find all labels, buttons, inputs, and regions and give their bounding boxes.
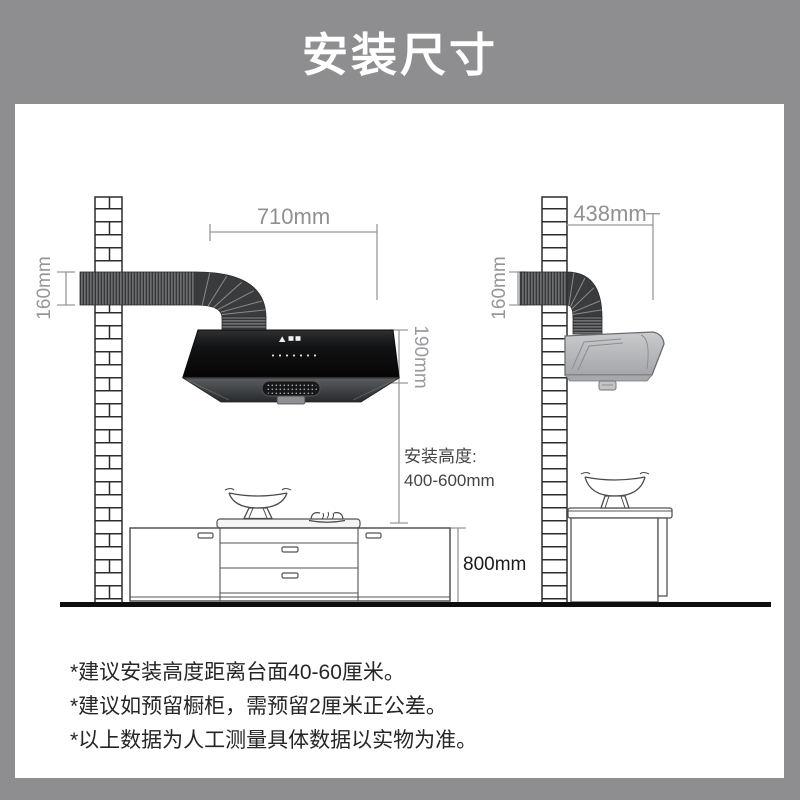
brand-logo-icon: [279, 336, 301, 342]
range-hood-front: [181, 329, 401, 405]
footnotes: *建议安装高度距离台面40-60厘米。 *建议如预留橱柜，需预留2厘米正公差。 …: [70, 656, 477, 758]
right-exhaust-duct: [519, 271, 603, 335]
footnote-line: *以上数据为人工测量具体数据以实物为准。: [70, 729, 478, 752]
dimension-lines: [57, 213, 660, 604]
dimension-hood-depth: 438mm: [573, 201, 647, 226]
wok-right: [580, 471, 650, 509]
touch-controls: [271, 354, 317, 357]
page-title: 安装尺寸: [302, 29, 498, 81]
install-height-range: 400-600mm: [404, 471, 495, 491]
footnote-line: *建议如预留橱柜，需预留2厘米正公差。: [70, 695, 447, 718]
install-height-title: 安装高度:: [404, 447, 477, 466]
left-exhaust-duct: [79, 271, 267, 335]
gas-burner-icon: [308, 511, 346, 523]
dimension-duct-height-left: 160mm: [34, 256, 55, 320]
floor-line: [60, 602, 771, 607]
footnote-line: *建议安装高度距离台面40-60厘米。: [70, 661, 405, 684]
dimension-hood-height: 190mm: [410, 325, 431, 389]
diagram-artwork: [57, 196, 771, 607]
dimension-hood-width: 710mm: [256, 204, 331, 229]
side-table: [567, 507, 673, 603]
kitchen-cabinet: [129, 518, 451, 602]
diagram-panel: 710mm 438mm 160mm 160mm 190mm 安装高度: 400-…: [15, 104, 784, 778]
dimension-counter-height: 800mm: [463, 554, 527, 575]
wok-left: [224, 487, 292, 520]
right-wall-column: [541, 196, 568, 604]
dimension-duct-height-right: 160mm: [489, 256, 510, 320]
install-height-note: 安装高度: 400-600mm: [404, 445, 495, 493]
left-wall-column: [94, 196, 123, 604]
range-hood-side: [564, 331, 665, 391]
